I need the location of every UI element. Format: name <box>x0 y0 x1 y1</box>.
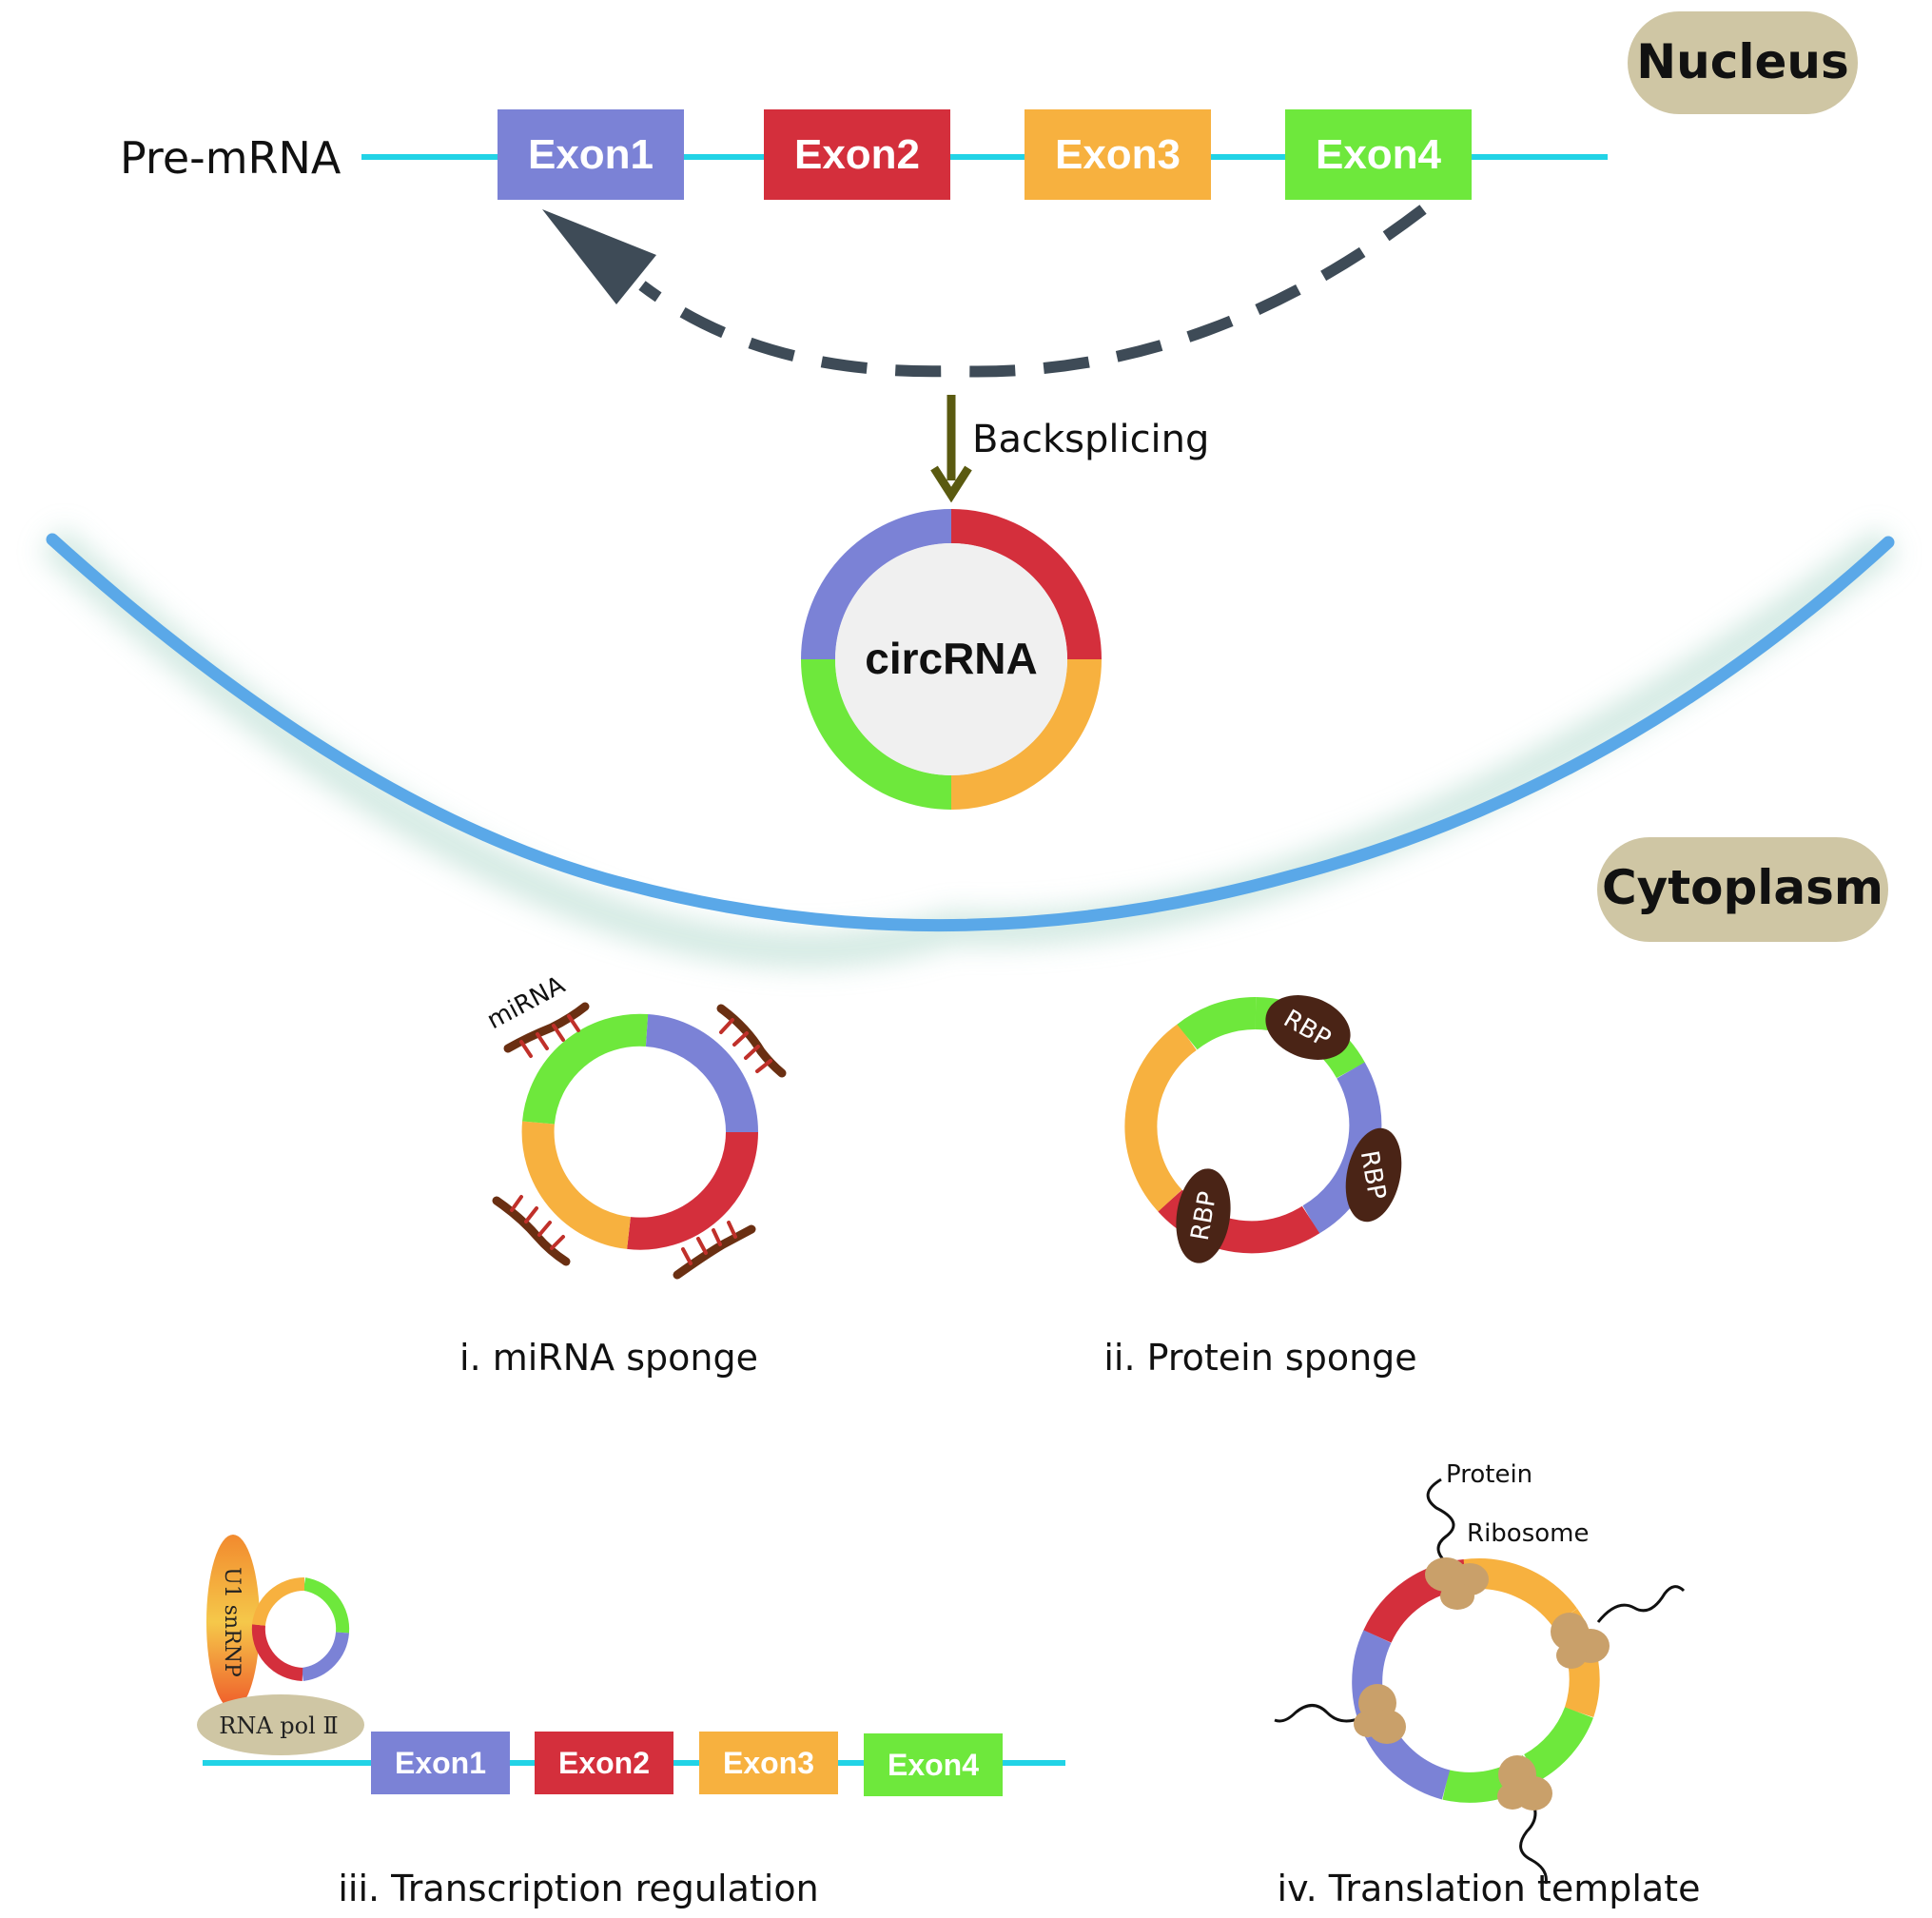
rbp-protein-left: RBP <box>1176 1168 1231 1263</box>
backsplicing-label: Backsplicing <box>972 418 1209 461</box>
ribosome-left <box>1354 1684 1406 1744</box>
ribosome-top <box>1425 1557 1489 1610</box>
ribosome-right <box>1551 1613 1610 1669</box>
exon2-label: Exon2 <box>794 131 920 178</box>
gene-exon1-label: Exon1 <box>395 1746 486 1780</box>
rbp-protein-top: RBP <box>1265 995 1351 1060</box>
mirna-strands <box>492 1002 787 1280</box>
backsplicing-arrow <box>930 395 972 503</box>
nuclear-membrane <box>46 533 1895 932</box>
exon3-label: Exon3 <box>1055 131 1181 178</box>
nucleus-label: Nucleus <box>1636 34 1849 89</box>
circrna-label: circRNA <box>865 634 1038 683</box>
caption-mirna-sponge: i. miRNA sponge <box>459 1337 758 1379</box>
u1-snrnp-label: U1 snRNP <box>220 1567 244 1677</box>
rna-pol-ii: RNA pol Ⅱ <box>197 1694 364 1755</box>
rbp-protein-right: RBP <box>1345 1127 1402 1223</box>
exon4-box: Exon4 <box>1285 109 1472 200</box>
small-circrna <box>251 1576 350 1681</box>
protein-chains <box>1274 1478 1686 1885</box>
caption-protein-sponge: ii. Protein sponge <box>1103 1337 1416 1379</box>
rna-pol-ii-label: RNA pol Ⅱ <box>219 1712 338 1739</box>
translation-ring <box>1352 1558 1600 1803</box>
gene-exon2: Exon2 <box>535 1732 673 1794</box>
protein-label: Protein <box>1446 1460 1532 1489</box>
exon1-box: Exon1 <box>498 109 684 200</box>
nucleus-badge: Nucleus <box>1628 11 1858 114</box>
gene-exon3: Exon3 <box>699 1732 838 1794</box>
gene-exon2-label: Exon2 <box>558 1746 650 1780</box>
backsplice-arrowhead <box>542 209 656 304</box>
mirna-sponge-ring <box>521 1013 759 1250</box>
gene-exon4: Exon4 <box>864 1733 1003 1796</box>
backsplice-dashed-arc <box>638 205 1427 378</box>
pre-mrna-label: Pre-mRNA <box>120 132 342 184</box>
ribosome-bottom <box>1497 1755 1552 1810</box>
exon4-label: Exon4 <box>1316 131 1442 178</box>
gene-exon1: Exon1 <box>371 1732 510 1794</box>
ribosomes <box>1354 1557 1610 1810</box>
caption-translation-template: iv. Translation template <box>1278 1868 1701 1909</box>
circrna-main: circRNA <box>801 509 1102 810</box>
ribosome-label: Ribosome <box>1467 1519 1589 1548</box>
cytoplasm-label: Cytoplasm <box>1602 860 1883 915</box>
u1-snrnp: U1 snRNP <box>206 1535 260 1710</box>
gene-exon3-label: Exon3 <box>723 1746 814 1780</box>
gene-exon4-label: Exon4 <box>888 1748 979 1782</box>
cytoplasm-badge: Cytoplasm <box>1597 837 1888 942</box>
exon3-box: Exon3 <box>1025 109 1211 200</box>
caption-transcription-regulation: iii. Transcription regulation <box>338 1868 818 1909</box>
exon1-label: Exon1 <box>528 131 654 178</box>
exon2-box: Exon2 <box>764 109 950 200</box>
